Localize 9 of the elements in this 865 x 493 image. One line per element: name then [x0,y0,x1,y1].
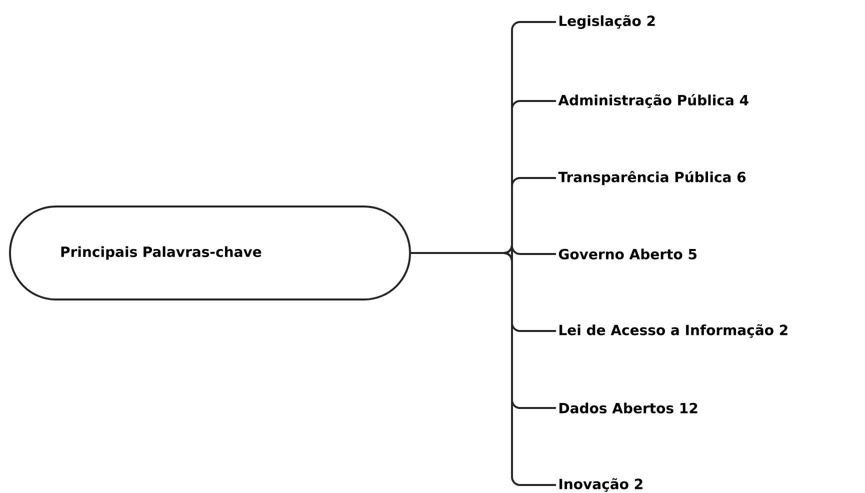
branch-connector [411,252,556,486]
branch-label: Governo Aberto 5 [558,248,696,260]
branch-label: Dados Abertos 12 [560,402,698,414]
branch-label: Transparência Pública 6 [558,170,746,186]
branch-label: Administração Pública 4 [558,94,748,108]
branch-label: Inovação 2 [560,478,642,492]
branch-label: Legislação 2 [560,15,655,29]
branch-label: Lei de Acesso a Informação 2 [560,324,788,338]
topic-pill: Principais Palavras-chave [9,206,411,300]
